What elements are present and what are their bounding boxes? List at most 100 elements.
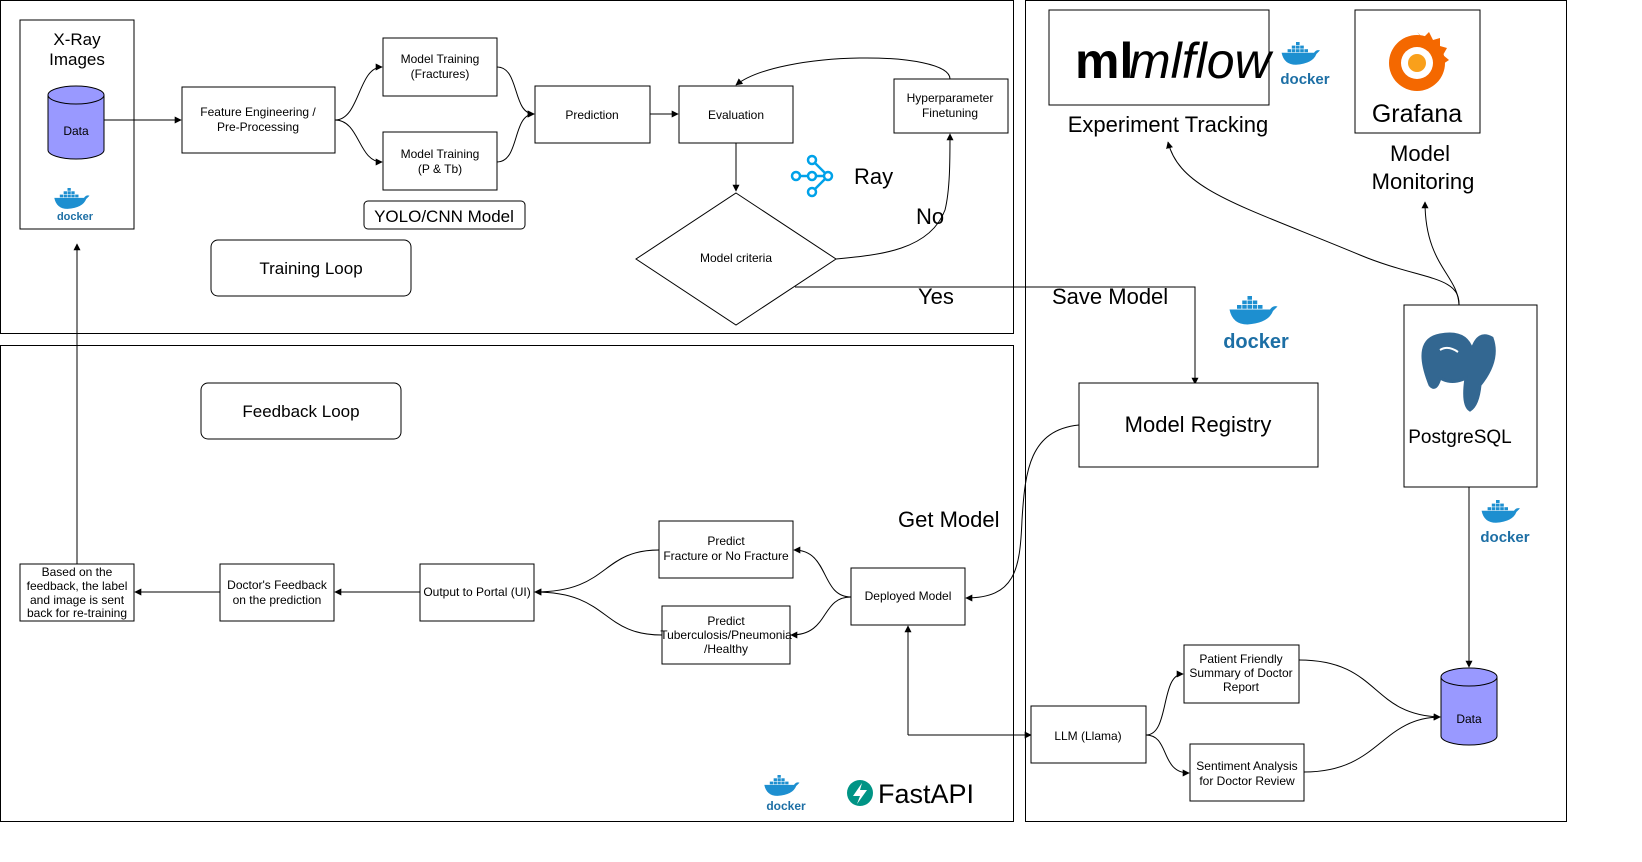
edge-deployed-to-pred-frac: [793, 546, 852, 598]
doctor-line1: Doctor's Feedback: [227, 578, 328, 592]
pred-tb-line2: Tuberculosis/Pneumonia: [660, 628, 792, 642]
sentiment-node: [1189, 743, 1305, 802]
doctor-line2: on the prediction: [233, 593, 322, 607]
summary-line3: Report: [1223, 680, 1260, 694]
hyper-line2: Finetuning: [922, 106, 978, 120]
ray-icon: [790, 154, 834, 198]
edge-feature-to-train-frac: [334, 63, 383, 121]
docker-label: docker: [57, 211, 94, 223]
sentiment-line2: for Doctor Review: [1199, 774, 1295, 788]
no-label: No: [916, 204, 944, 229]
retrain-line2: feedback, the label: [27, 579, 128, 593]
training-region: [0, 0, 1014, 334]
evaluation-node: [678, 85, 794, 144]
yolo-label: YOLO/CNN Model: [374, 207, 514, 226]
docker-icon: [1281, 42, 1320, 65]
pred-tb-line3: /Healthy: [704, 642, 748, 656]
edge-hyper-to-evaluation: [735, 57, 951, 86]
model-criteria-decision: [635, 192, 837, 326]
criteria-label: Model criteria: [700, 251, 772, 265]
retrain-line4: back for re-training: [27, 606, 127, 620]
edge-summary-to-data: [1298, 659, 1441, 721]
xray-title-line2: Images: [49, 50, 105, 69]
edge-criteria-yes-to-registry: [795, 286, 1199, 385]
registry-label: Model Registry: [1125, 412, 1272, 437]
train-frac-line1: Model Training: [401, 52, 480, 66]
patient-summary-node: [1183, 644, 1300, 704]
edge-train-frac-to-prediction: [496, 66, 535, 118]
docker-label: docker: [766, 799, 806, 813]
sentiment-line1: Sentiment Analysis: [1196, 759, 1297, 773]
edge-pred-frac-to-portal: [534, 549, 660, 596]
fastapi-logo: [847, 780, 873, 806]
edge-train-ptb-to-prediction: [496, 110, 535, 163]
prediction-node: [534, 85, 651, 144]
retraining-node: [19, 563, 135, 622]
postgresql-logo: [1421, 332, 1496, 412]
deployed-label: Deployed Model: [865, 589, 952, 603]
edge-sentiment-to-data: [1303, 713, 1441, 773]
edge-registry-to-deployed: [965, 424, 1080, 602]
svg-text:ml: ml: [1075, 33, 1133, 89]
yes-label: Yes: [918, 284, 954, 309]
model-registry-node: [1078, 382, 1319, 468]
train-frac-line2: (Fractures): [411, 67, 470, 81]
xray-title-line1: X-Ray: [53, 30, 101, 49]
grafana-logo: [1389, 32, 1449, 91]
feature-engineering-node: [181, 86, 336, 154]
feature-line1: Feature Engineering /: [200, 105, 316, 119]
monitoring-line1: Model: [1390, 141, 1450, 166]
evaluation-label: Evaluation: [708, 108, 764, 122]
prediction-label: Prediction: [565, 108, 618, 122]
summary-line1: Patient Friendly: [1199, 652, 1282, 666]
training-loop-label: Training Loop: [259, 259, 362, 278]
docker-icon: [1481, 500, 1520, 523]
predict-tb-node: [661, 605, 791, 665]
experiment-tracking-label: Experiment Tracking: [1068, 112, 1269, 137]
llm-label: LLM (Llama): [1054, 729, 1121, 743]
edge-postgres-to-grafana: [1421, 201, 1460, 306]
pred-frac-line2: Fracture or No Fracture: [663, 549, 789, 563]
grafana-label: Grafana: [1372, 100, 1462, 128]
save-model-label: Save Model: [1052, 284, 1168, 309]
mlflow-wordmark: mlflow: [1129, 33, 1274, 89]
docker-label: docker: [1280, 71, 1329, 88]
edge-pred-tb-to-portal: [534, 588, 663, 636]
docker-icon: [764, 775, 800, 796]
fastapi-label: FastAPI: [878, 779, 974, 809]
deployed-model-node: [850, 567, 966, 626]
data-label: Data: [63, 124, 89, 138]
training-loop-label-box: [210, 239, 412, 297]
docker-label: docker: [1480, 529, 1529, 546]
train-ptb-line2: (P & Tb): [418, 162, 462, 176]
feature-line2: Pre-Processing: [217, 120, 299, 134]
model-training-fractures-node: [382, 37, 498, 97]
data-label: Data: [1456, 712, 1482, 726]
edge-criteria-no-to-hyper: [835, 133, 954, 260]
hyperparameter-node: [893, 78, 1009, 134]
database-icon: [1440, 667, 1498, 746]
llm-node: [1030, 705, 1147, 764]
feedback-region: [0, 345, 1014, 822]
feedback-loop-label-box: [200, 382, 402, 440]
portal-label: Output to Portal (UI): [423, 585, 530, 599]
edge-feature-to-train-ptb: [334, 119, 383, 166]
mlflow-logo: ml mlflow: [1075, 33, 1274, 89]
hyper-line1: Hyperparameter: [907, 91, 994, 105]
pred-tb-line1: Predict: [707, 614, 745, 628]
predict-fracture-node: [658, 520, 794, 579]
docker-icon: [1229, 296, 1278, 325]
edge-llm-to-sentiment: [1145, 734, 1190, 777]
edge-llm-to-summary: [1145, 670, 1184, 736]
portal-node: [419, 563, 535, 622]
monitoring-line2: Monitoring: [1372, 169, 1475, 194]
get-model-label: Get Model: [898, 507, 1000, 532]
feedback-loop-label: Feedback Loop: [242, 402, 359, 421]
postgresql-label: PostgreSQL: [1408, 427, 1512, 448]
retrain-line1: Based on the: [42, 565, 113, 579]
edge-deployed-to-pred-tb: [790, 596, 852, 639]
summary-line2: Summary of Doctor: [1189, 666, 1292, 680]
edge-postgres-to-mlflow: [1166, 141, 1460, 306]
train-ptb-line1: Model Training: [401, 147, 480, 161]
